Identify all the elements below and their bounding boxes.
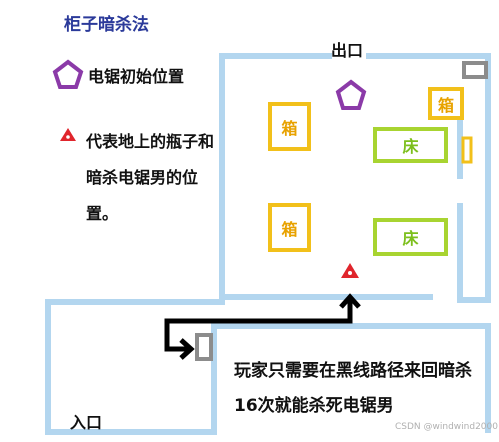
cabinet-icon (195, 333, 213, 361)
wall-left-outer (45, 299, 491, 435)
path-arrow-icon (164, 293, 361, 360)
triangle-icon (341, 263, 359, 278)
pentagon-icon (52, 59, 84, 89)
page-title: 柜子暗杀法 (64, 15, 149, 35)
bed: 床 (373, 218, 448, 256)
triangle-dot (348, 271, 352, 275)
entrance-label: 入口 (70, 413, 103, 432)
pentagon-icon (335, 79, 367, 110)
path-arrowhead-up (339, 293, 361, 309)
bed: 床 (373, 127, 448, 163)
wall-top-left (219, 53, 332, 300)
cabinet-icon (462, 61, 488, 79)
cabinets (195, 61, 488, 361)
triangle-icon (60, 128, 76, 141)
box-crate: 箱 (268, 203, 311, 252)
exit-label: 出口 (331, 41, 364, 60)
box-crate: 箱 (428, 87, 464, 120)
legend-chainsaw-start: 电锯初始位置 (88, 67, 185, 86)
path-line (164, 298, 353, 352)
instruction-text: 玩家只需要在黑线路径来回暗杀16次就能杀死电锯男 (234, 361, 472, 416)
path-arrowhead-left (179, 338, 195, 360)
watermark: CSDN @windwind2000 (395, 422, 498, 432)
legend-bottle-position: 代表地上的瓶子和暗杀电锯男的位置。 (86, 132, 215, 223)
box-crate: 箱 (268, 102, 311, 151)
small-box-marker (461, 136, 473, 164)
wall-top-right (366, 53, 491, 303)
triangle-dot (66, 135, 70, 139)
